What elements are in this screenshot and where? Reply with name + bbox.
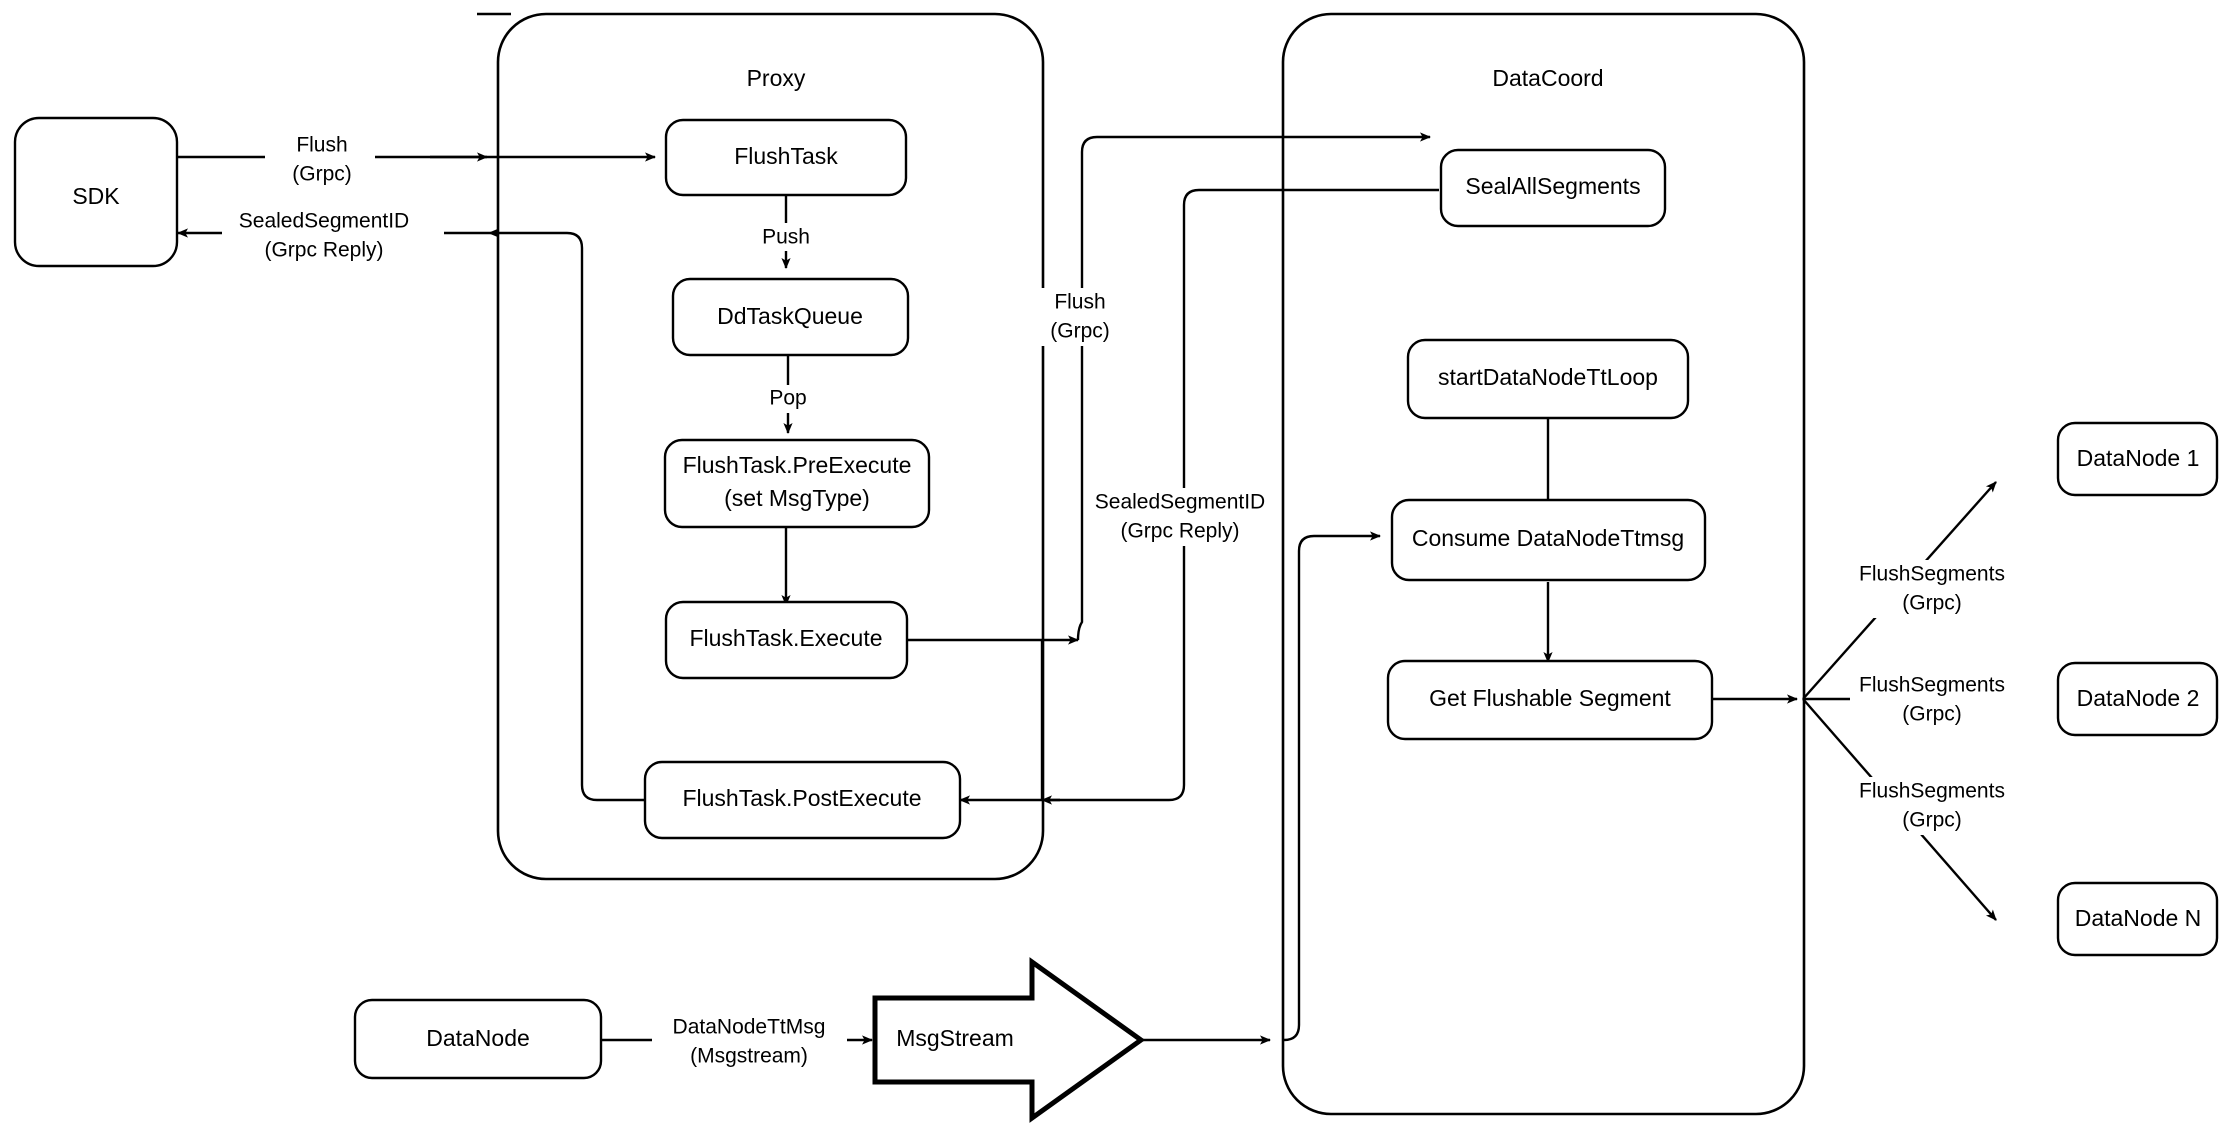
preexecute-box[interactable] xyxy=(663,438,931,529)
startdatanodettloop-box[interactable] xyxy=(1406,338,1690,420)
label-pop: Pop xyxy=(760,385,818,413)
flush-segments-1-line2: (Grpc) xyxy=(1902,592,1962,615)
preexecute-label-line1: FlushTask.PreExecute xyxy=(683,452,912,478)
label-flush-segments-n-bg xyxy=(1850,777,2034,835)
ddtaskqueue-label: DdTaskQueue xyxy=(717,303,863,329)
flush-segments-n-line1: FlushSegments xyxy=(1859,780,2005,803)
datanode2-label: DataNode 2 xyxy=(2077,685,2200,711)
datanode1-label: DataNode 1 xyxy=(2077,445,2200,471)
consumedatanodettmsg-label: Consume DataNodeTtmsg xyxy=(1412,525,1684,551)
label-flush-grpc-proxy-datacoord: Flush (Grpc) xyxy=(1027,288,1131,346)
flush-grpc2-line1: Flush xyxy=(1054,291,1105,314)
flush-grpc-line1: Flush xyxy=(296,134,347,157)
label-flush-segments-n: FlushSegments (Grpc) xyxy=(1850,777,2034,835)
label-flush-grpc-sdk-bg xyxy=(265,132,375,190)
label-sealed-segment-id-sdk-bg xyxy=(222,207,444,265)
flush-segments-2-line2: (Grpc) xyxy=(1902,703,1962,726)
proxy-container-box xyxy=(496,12,1045,881)
label-sealed-segment-id2-bg xyxy=(1085,488,1280,546)
datanode-bottom-box[interactable] xyxy=(353,998,603,1080)
sealed-segment-id2-line2: (Grpc Reply) xyxy=(1120,520,1239,543)
node-get-flushable-segment[interactable]: Get Flushable Segment xyxy=(1386,659,1714,741)
node-datanode-n[interactable]: DataNode N xyxy=(2056,881,2219,957)
node-msgstream[interactable]: MsgStream xyxy=(872,957,1146,1123)
datanode-tt-msg-line1: DataNodeTtMsg xyxy=(673,1016,826,1039)
label-datanode-tt-msg-bg xyxy=(652,1013,847,1071)
getflushablesegment-label: Get Flushable Segment xyxy=(1429,685,1671,711)
label-datanode-tt-msg: DataNodeTtMsg (Msgstream) xyxy=(652,1013,847,1071)
edge-flushrail-to-sealallsegments xyxy=(1076,132,1431,641)
ddtaskqueue-box[interactable] xyxy=(671,277,910,357)
node-start-datanode-tt-loop[interactable]: startDataNodeTtLoop xyxy=(1406,338,1690,420)
sdk-label: SDK xyxy=(72,183,120,209)
label-pop-bg xyxy=(760,385,818,413)
label-flush-grpc2-bg xyxy=(1027,288,1131,346)
datanoden-label: DataNode N xyxy=(2075,905,2202,931)
sealed-segment-id-line2: (Grpc Reply) xyxy=(264,239,383,262)
sealallsegments-label: SealAllSegments xyxy=(1465,173,1640,199)
pop-label: Pop xyxy=(769,387,806,410)
label-flush-segments-2-bg xyxy=(1850,671,2034,729)
label-flush-segments-1: FlushSegments (Grpc) xyxy=(1850,560,2034,618)
node-datanode-1[interactable]: DataNode 1 xyxy=(2056,421,2219,497)
label-flush-grpc-sdk: Flush (Grpc) xyxy=(265,132,375,190)
getflushablesegment-box[interactable] xyxy=(1386,659,1714,741)
node-flush-task-preexecute[interactable]: FlushTask.PreExecute (set MsgType) xyxy=(663,438,931,529)
node-flush-task-execute[interactable]: FlushTask.Execute xyxy=(664,600,909,680)
node-flush-task[interactable]: FlushTask xyxy=(664,118,908,197)
preexecute-label-line2: (set MsgType) xyxy=(724,485,870,511)
label-flush-segments-1-bg xyxy=(1850,560,2034,618)
flush-grpc-line2: (Grpc) xyxy=(292,163,352,186)
msgstream-label: MsgStream xyxy=(896,1025,1014,1051)
edge-postexecute-to-sdk xyxy=(488,228,648,802)
edge-datacoord-boundary-to-consume xyxy=(1283,531,1381,1042)
datanode-bottom-label: DataNode xyxy=(426,1025,530,1051)
proxy-container-label: Proxy xyxy=(747,65,806,91)
node-datanode-2[interactable]: DataNode 2 xyxy=(2056,661,2219,737)
msgstream-arrow-shape[interactable] xyxy=(872,957,1146,1123)
sealed-segment-id-line1: SealedSegmentID xyxy=(239,210,409,233)
sdk-box[interactable] xyxy=(13,116,179,268)
sealed-segment-id2-line1: SealedSegmentID xyxy=(1095,491,1265,514)
postexecute-box[interactable] xyxy=(643,760,962,840)
push-label: Push xyxy=(762,226,810,249)
sealallsegments-box[interactable] xyxy=(1439,148,1667,228)
consumedatanodettmsg-box[interactable] xyxy=(1390,498,1707,582)
flushtask-label: FlushTask xyxy=(734,143,838,169)
datanode2-box[interactable] xyxy=(2056,661,2219,737)
datacoord-container-box xyxy=(1281,12,1806,1116)
datanode-tt-msg-line2: (Msgstream) xyxy=(690,1045,808,1068)
flush-segments-n-line2: (Grpc) xyxy=(1902,809,1962,832)
flush-segments-2-line1: FlushSegments xyxy=(1859,674,2005,697)
node-sdk[interactable]: SDK xyxy=(13,116,179,268)
execute-label: FlushTask.Execute xyxy=(689,625,882,651)
node-flush-task-postexecute[interactable]: FlushTask.PostExecute xyxy=(643,760,962,840)
container-proxy: Proxy xyxy=(496,12,1045,881)
container-datacoord: DataCoord xyxy=(1281,12,1806,1116)
node-consume-datanode-ttmsg[interactable]: Consume DataNodeTtmsg xyxy=(1390,498,1707,582)
label-sealed-segment-id-datacoord: SealedSegmentID (Grpc Reply) xyxy=(1085,488,1280,546)
label-push-bg xyxy=(753,223,819,251)
datanode1-box[interactable] xyxy=(2056,421,2219,497)
startdatanodettloop-label: startDataNodeTtLoop xyxy=(1438,364,1658,390)
postexecute-label: FlushTask.PostExecute xyxy=(682,785,921,811)
datanoden-box[interactable] xyxy=(2056,881,2219,957)
flushtask-box[interactable] xyxy=(664,118,908,197)
execute-box[interactable] xyxy=(664,600,909,680)
node-seal-all-segments[interactable]: SealAllSegments xyxy=(1439,148,1667,228)
flush-segments-1-line1: FlushSegments xyxy=(1859,563,2005,586)
node-dd-task-queue[interactable]: DdTaskQueue xyxy=(671,277,910,357)
node-datanode-bottom[interactable]: DataNode xyxy=(353,998,603,1080)
label-push: Push xyxy=(753,223,819,251)
flush-grpc2-line2: (Grpc) xyxy=(1050,320,1110,343)
label-sealed-segment-id-sdk: SealedSegmentID (Grpc Reply) xyxy=(222,207,444,265)
label-flush-segments-2: FlushSegments (Grpc) xyxy=(1850,671,2034,729)
datacoord-container-label: DataCoord xyxy=(1492,65,1603,91)
